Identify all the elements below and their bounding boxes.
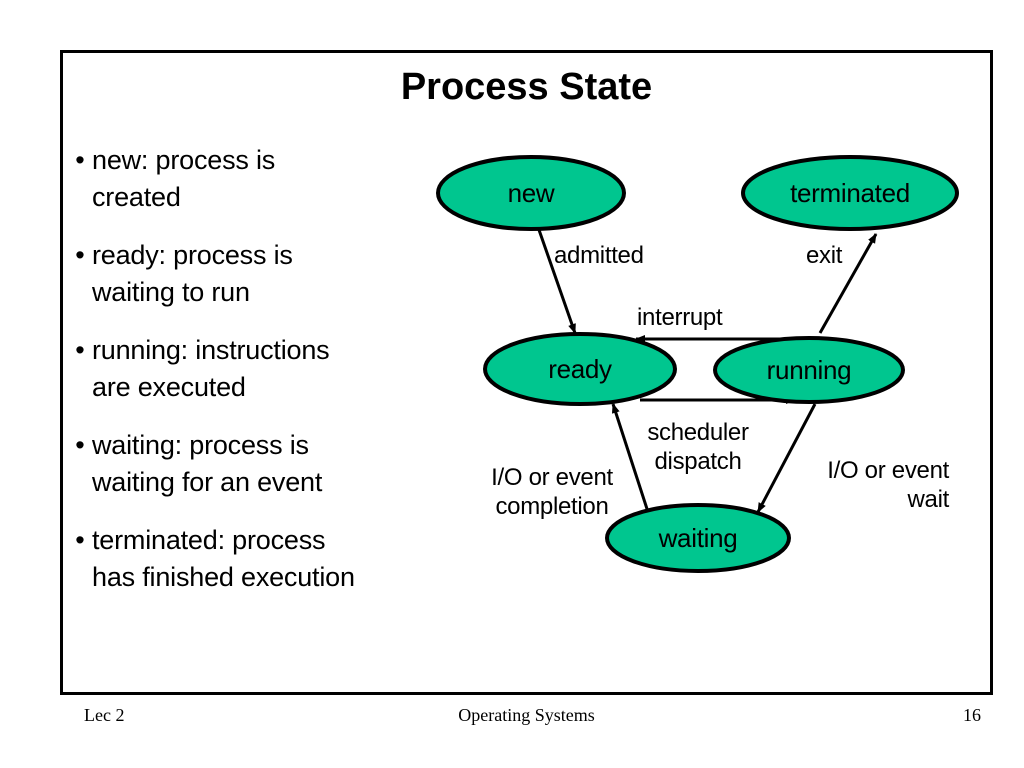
list-item-text: new: process is created <box>92 142 275 216</box>
list-item-line: are executed <box>92 372 246 402</box>
footer-lecture-label: Lec 2 <box>84 705 125 725</box>
list-item: • terminated: process has finished execu… <box>68 522 468 596</box>
bullet-list: • new: process is created • ready: proce… <box>68 142 468 617</box>
list-item-text: running: instructions are executed <box>92 332 330 406</box>
list-item-line: created <box>92 182 181 212</box>
list-item-line: running: instructions <box>92 335 330 365</box>
footer-center-text: Operating Systems <box>458 705 595 725</box>
list-item-line: new: process is <box>92 145 276 175</box>
list-item: • ready: process is waiting to run <box>68 237 468 311</box>
bullet-marker-icon: • <box>75 525 85 555</box>
page-title: Process State <box>400 66 653 108</box>
list-item-line: has finished execution <box>92 562 355 592</box>
list-item: • new: process is created <box>68 142 468 216</box>
list-item: • running: instructions are executed <box>68 332 468 406</box>
list-item-text: ready: process is waiting to run <box>92 237 293 311</box>
footer-page-number: 16 <box>963 705 981 725</box>
list-item-line: waiting for an event <box>92 467 323 497</box>
list-item-text: waiting: process is waiting for an event <box>92 427 322 501</box>
slide-footer: Operating Systems Lec 2 16 <box>60 705 993 733</box>
bullet-marker-icon: • <box>75 335 85 365</box>
list-item-text: terminated: process has finished executi… <box>92 522 355 596</box>
bullet-marker-icon: • <box>75 240 85 270</box>
list-item-line: waiting: process is <box>92 430 309 460</box>
bullet-marker-icon: • <box>75 145 85 175</box>
list-item-line: ready: process is <box>92 240 293 270</box>
list-item: • waiting: process is waiting for an eve… <box>68 427 468 501</box>
bullet-marker-icon: • <box>75 430 85 460</box>
list-item-line: waiting to run <box>92 277 250 307</box>
list-item-line: terminated: process <box>92 525 326 555</box>
